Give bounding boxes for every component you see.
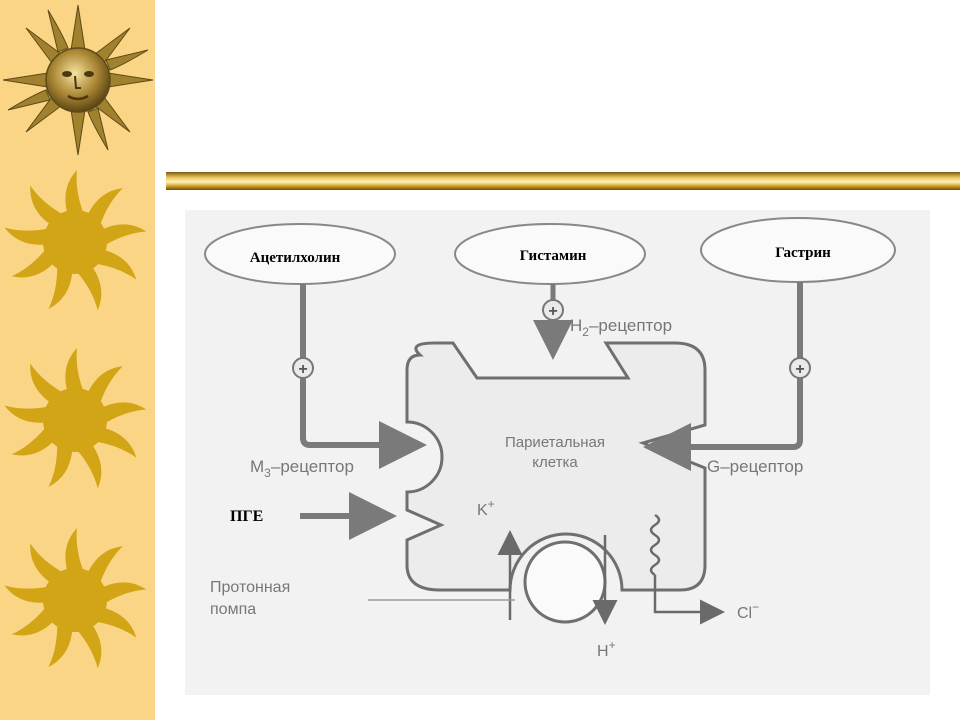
cell-label-line2: клетка [532,454,578,471]
svg-text:+: + [548,303,557,320]
g-receptor-label: G–рецептор [707,457,803,476]
gold-divider [166,172,960,190]
svg-text:+: + [795,361,804,378]
parietal-cell-diagram: Ацетилхолин Гистамин Гастрин + + + ПГЕ [185,210,930,695]
sun-icon [4,170,147,311]
sun-icon [4,528,147,669]
decorative-sidebar [0,0,155,720]
plus-marker-histamine: + [542,299,564,321]
m3-receptor-label: M3–рецептор [250,457,354,480]
plus-marker-gastrin: + [789,357,811,379]
svg-text:+: + [298,361,307,378]
pge-label: ПГЕ [230,508,263,525]
proton-pump-label-line2: помпа [210,601,256,618]
parietal-cell-outline [405,341,707,592]
gastrin-pathway-arrow [643,282,803,471]
histamine-oval [454,223,646,285]
cl-channel-coil [649,513,661,577]
plus-marker-acetylcholine: + [292,357,314,379]
k-ion-label: K+ [477,497,495,519]
cell-label-line1: Париетальная [505,434,605,451]
gastrin-label: Гастрин [775,245,831,261]
histamine-label: Гистамин [520,248,587,264]
acetylcholine-label: Ацетилхолин [250,250,341,266]
proton-pump-circle [523,540,607,624]
cl-ion-label: Cl− [737,600,759,622]
sun-face-icon [2,4,154,156]
cl-ion-arrow [653,575,725,625]
sun-icon [4,348,147,489]
proton-pump-label-line1: Протонная [210,579,290,596]
h-ion-label: H+ [597,638,616,660]
acetylcholine-pathway-arrow [300,284,427,469]
h2-receptor-label: H2–рецептор [570,316,672,339]
